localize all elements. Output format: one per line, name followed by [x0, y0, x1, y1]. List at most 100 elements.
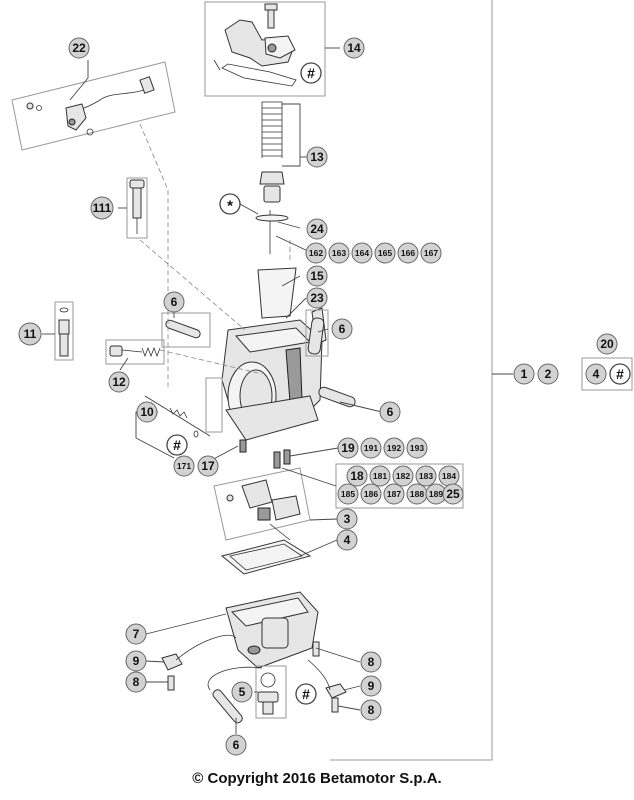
callout-25: 25	[442, 483, 464, 505]
callout-166: 166	[397, 242, 419, 264]
callout-187-label: 187	[387, 489, 401, 499]
callout-193: 193	[406, 437, 428, 459]
callout-162-label: 162	[309, 248, 323, 258]
callout-11-label: 11	[24, 327, 37, 341]
callout-hash-3: #	[166, 434, 188, 456]
callout-191-label: 191	[364, 443, 378, 453]
callout-19: 19	[337, 437, 359, 459]
callout-8-right-top: 8	[360, 651, 382, 673]
throttle-slide-spring	[255, 101, 289, 254]
callout-2: 2	[537, 363, 559, 385]
callout-183-label: 183	[419, 471, 433, 481]
bowl-screws	[161, 634, 347, 713]
callout-5: 5	[231, 681, 253, 703]
callout-14-label: 14	[347, 41, 361, 55]
callout-8-left-label: 8	[133, 675, 140, 689]
callout-4: 4	[336, 529, 358, 551]
float-part	[226, 479, 301, 541]
callout-6-right-upper-label: 6	[339, 322, 346, 336]
callout-10: 10	[136, 401, 158, 423]
callout-8-right-bottom: 8	[360, 699, 382, 721]
callout-171-label: 171	[177, 461, 191, 471]
callout-184: 184	[438, 465, 460, 487]
callout-183: 183	[415, 465, 437, 487]
callout-hash-1: #	[300, 62, 322, 84]
drain-hose-part	[207, 666, 263, 724]
callout-hash-3-label: #	[173, 437, 181, 453]
callout-111: 111	[90, 196, 114, 220]
callout-6-right-lower: 6	[379, 401, 401, 423]
callout-6-bottom-label: 6	[233, 738, 240, 752]
group-20-frame	[581, 357, 633, 391]
callout-17: 17	[197, 455, 219, 477]
callout-2-label: 2	[545, 367, 552, 381]
callout-185-label: 185	[341, 489, 355, 499]
cable-sensor-part	[26, 76, 155, 136]
callout-181-label: 181	[373, 471, 387, 481]
callout-hash-2-label: #	[616, 366, 624, 382]
callout-19-label: 19	[341, 441, 355, 455]
callout-185: 185	[337, 483, 359, 505]
callout-hash-4-label: #	[302, 686, 310, 702]
callout-6-bottom: 6	[225, 734, 247, 756]
callout-165: 165	[374, 242, 396, 264]
callout-25-label: 25	[446, 487, 460, 501]
part-14-frame	[204, 1, 326, 97]
callout-22-label: 22	[72, 41, 86, 55]
callout-star: *	[219, 193, 241, 215]
callout-4-label: 4	[344, 533, 351, 547]
hose-part-left	[161, 312, 211, 348]
callout-164-label: 164	[355, 248, 369, 258]
callout-182: 182	[392, 465, 414, 487]
callout-8-right-top-label: 8	[368, 655, 375, 669]
callout-167-label: 167	[424, 248, 438, 258]
callout-12: 12	[108, 371, 130, 393]
callout-13: 13	[306, 146, 328, 168]
callout-192: 192	[383, 437, 405, 459]
jet-needle-part	[54, 301, 74, 361]
callout-186-label: 186	[364, 489, 378, 499]
callout-12-label: 12	[112, 375, 126, 389]
callout-166-label: 166	[401, 248, 415, 258]
gasket-part	[220, 539, 312, 575]
copyright-text: © Copyright 2016 Betamotor S.p.A.	[192, 770, 442, 787]
callout-6-top: 6	[163, 291, 185, 313]
callout-187: 187	[383, 483, 405, 505]
callout-164: 164	[351, 242, 373, 264]
air-screw-part	[126, 177, 148, 239]
callout-14: 14	[343, 37, 365, 59]
callout-1: 1	[513, 363, 535, 385]
callout-18-label: 18	[350, 469, 364, 483]
callout-4-group: 4	[585, 363, 607, 385]
mixture-screw	[144, 395, 211, 438]
callout-8-left: 8	[125, 671, 147, 693]
part-22-frame	[11, 61, 176, 151]
callout-20-label: 20	[600, 337, 614, 351]
callout-9-left: 9	[125, 650, 147, 672]
callout-hash-2: #	[609, 363, 631, 385]
callout-163-label: 163	[332, 248, 346, 258]
callout-1-label: 1	[521, 367, 528, 381]
callout-6-top-label: 6	[171, 295, 178, 309]
callout-111-label: 111	[93, 201, 112, 215]
callout-20: 20	[596, 333, 618, 355]
callout-186: 186	[360, 483, 382, 505]
callout-5-label: 5	[239, 685, 246, 699]
callout-3-label: 3	[344, 512, 351, 526]
callout-188-label: 188	[410, 489, 424, 499]
idle-screw-spring	[105, 339, 165, 365]
callout-9-right: 9	[360, 675, 382, 697]
drain-plug-part	[255, 665, 287, 719]
callout-4-group-label: 4	[593, 367, 600, 381]
callout-189-label: 189	[429, 489, 443, 499]
callout-star-label: *	[227, 198, 233, 215]
callout-23: 23	[306, 287, 328, 309]
hose-part-right	[307, 317, 325, 355]
callout-9-left-label: 9	[133, 654, 140, 668]
callout-6-right-upper: 6	[331, 318, 353, 340]
callout-188: 188	[406, 483, 428, 505]
callout-3: 3	[336, 508, 358, 530]
callout-18: 18	[346, 465, 368, 487]
part-10-frame	[205, 377, 223, 433]
